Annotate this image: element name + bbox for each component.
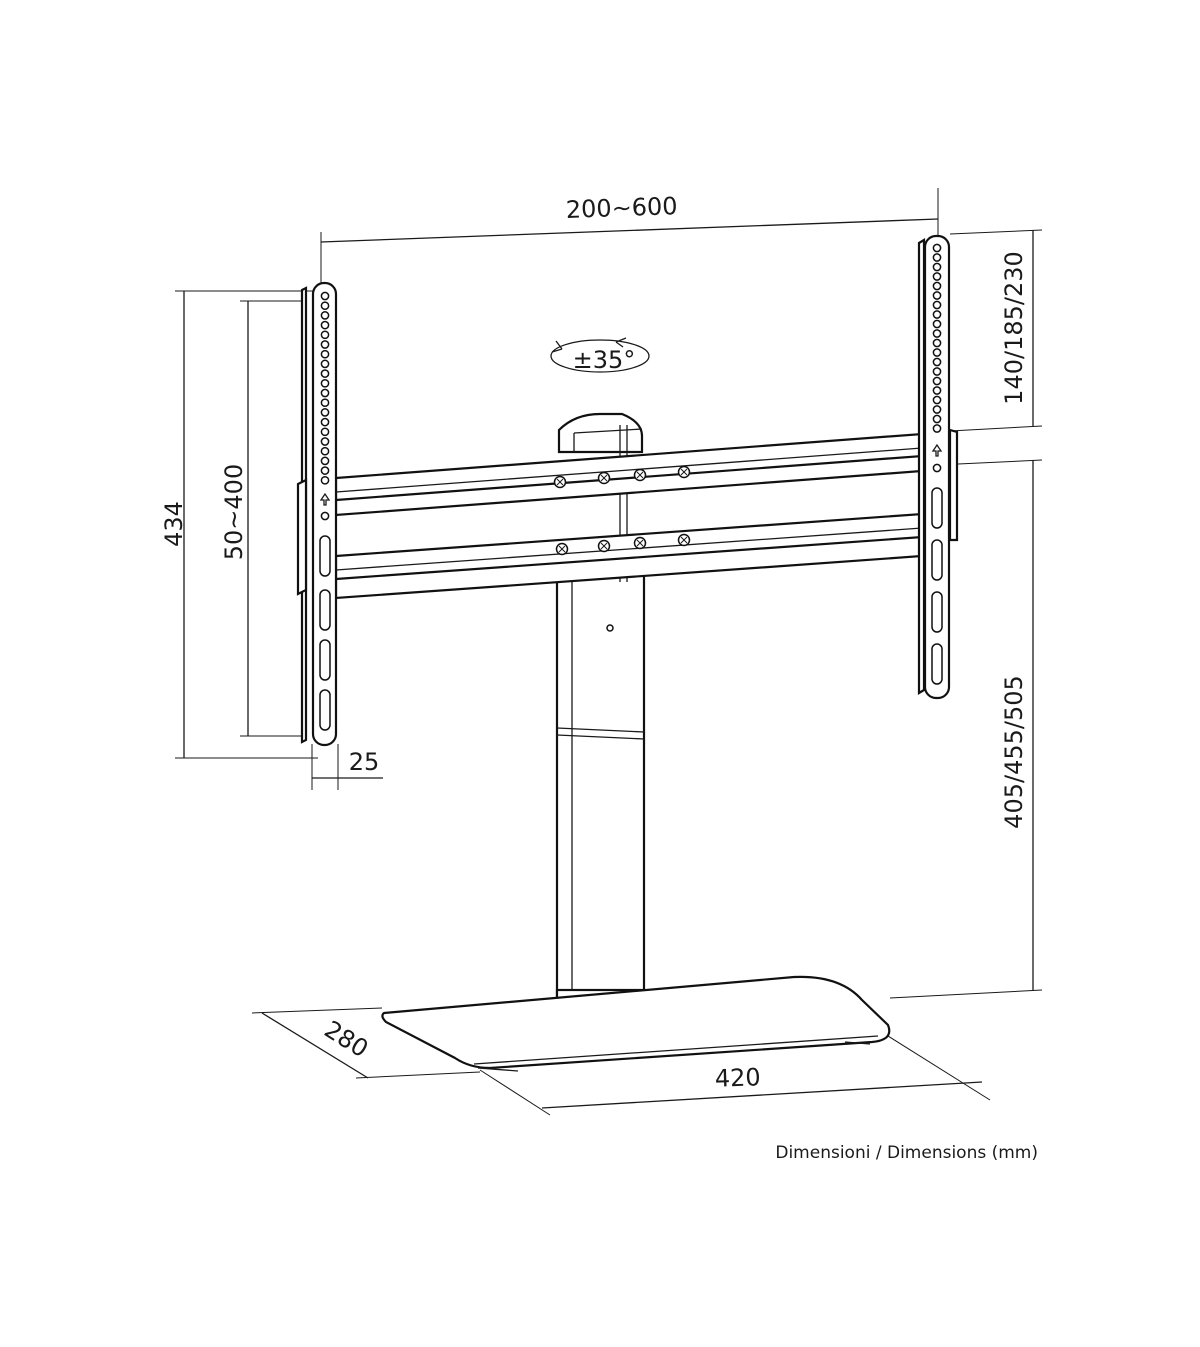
mount-hole	[320, 408, 330, 417]
mount-hole	[932, 376, 942, 386]
dimension-lines	[175, 188, 1043, 1116]
width-range-label: 200~600	[565, 192, 678, 224]
mount-hole	[320, 511, 330, 521]
screw-icon	[633, 468, 647, 482]
up-arrow-icon	[931, 443, 943, 457]
left-bracket	[296, 281, 338, 747]
screw-icon	[677, 533, 691, 547]
mount-hole	[932, 424, 942, 433]
stand-column	[555, 571, 646, 1007]
mount-hole	[320, 446, 330, 456]
mount-hole	[320, 417, 330, 427]
screw-icon	[677, 465, 691, 479]
mount-hole	[320, 369, 330, 378]
mount-hole	[320, 301, 330, 311]
screw-icon	[633, 536, 647, 550]
screw-icon	[555, 542, 569, 556]
height-total-label: 434	[160, 501, 188, 547]
mount-hole	[932, 272, 942, 281]
mount-hole	[932, 357, 942, 367]
mount-hole	[320, 466, 330, 475]
mount-hole	[932, 386, 942, 395]
screw-icon	[597, 539, 611, 553]
right-bracket-holes	[932, 243, 942, 473]
mount-hole	[320, 291, 330, 301]
mount-hole	[932, 253, 942, 262]
left-bracket-holes	[320, 291, 330, 521]
mount-hole	[320, 349, 330, 359]
mount-hole	[932, 310, 942, 319]
screw-icon	[553, 475, 567, 489]
mount-hole	[932, 405, 942, 414]
mount-hole	[320, 427, 330, 437]
mount-hole	[320, 456, 330, 466]
mount-hole	[932, 262, 942, 272]
base-width-label: 420	[714, 1063, 761, 1093]
mount-hole	[320, 320, 330, 330]
mount-hole	[932, 329, 942, 338]
mount-hole	[320, 340, 330, 349]
screw-icon	[597, 471, 611, 485]
mount-hole	[932, 300, 942, 310]
mount-hole	[320, 311, 330, 320]
mount-rails	[334, 432, 924, 600]
mount-hole	[932, 348, 942, 357]
dimensions-caption: Dimensioni / Dimensions (mm)	[775, 1143, 1038, 1163]
right-bracket	[917, 234, 959, 700]
mount-hole	[932, 319, 942, 329]
mount-hole	[320, 359, 330, 369]
mount-hole	[320, 437, 330, 446]
vesa-vertical-label: 50~400	[220, 464, 248, 560]
mount-hole	[320, 398, 330, 408]
depth-offset-label: 25	[349, 748, 380, 776]
mount-hole	[320, 475, 330, 485]
mount-hole	[932, 291, 942, 300]
mount-hole	[932, 395, 942, 405]
mount-hole	[932, 281, 942, 291]
mount-hole	[932, 463, 942, 473]
mount-hole	[932, 414, 942, 424]
mount-hole	[932, 338, 942, 348]
rotation-arrow-icon	[550, 337, 650, 373]
mount-hole	[320, 330, 330, 340]
mount-hole	[932, 367, 942, 376]
mount-hole	[320, 378, 330, 388]
base-depth-label: 280	[319, 1015, 373, 1063]
rail-screws	[553, 465, 691, 556]
bracket-adjust-label: 140/185/230	[1000, 251, 1028, 405]
mount-hole	[320, 388, 330, 398]
base-plate	[381, 975, 891, 1072]
up-arrow-icon	[319, 492, 331, 506]
mount-hole	[932, 243, 942, 253]
column-height-label: 405/455/505	[1000, 675, 1028, 829]
